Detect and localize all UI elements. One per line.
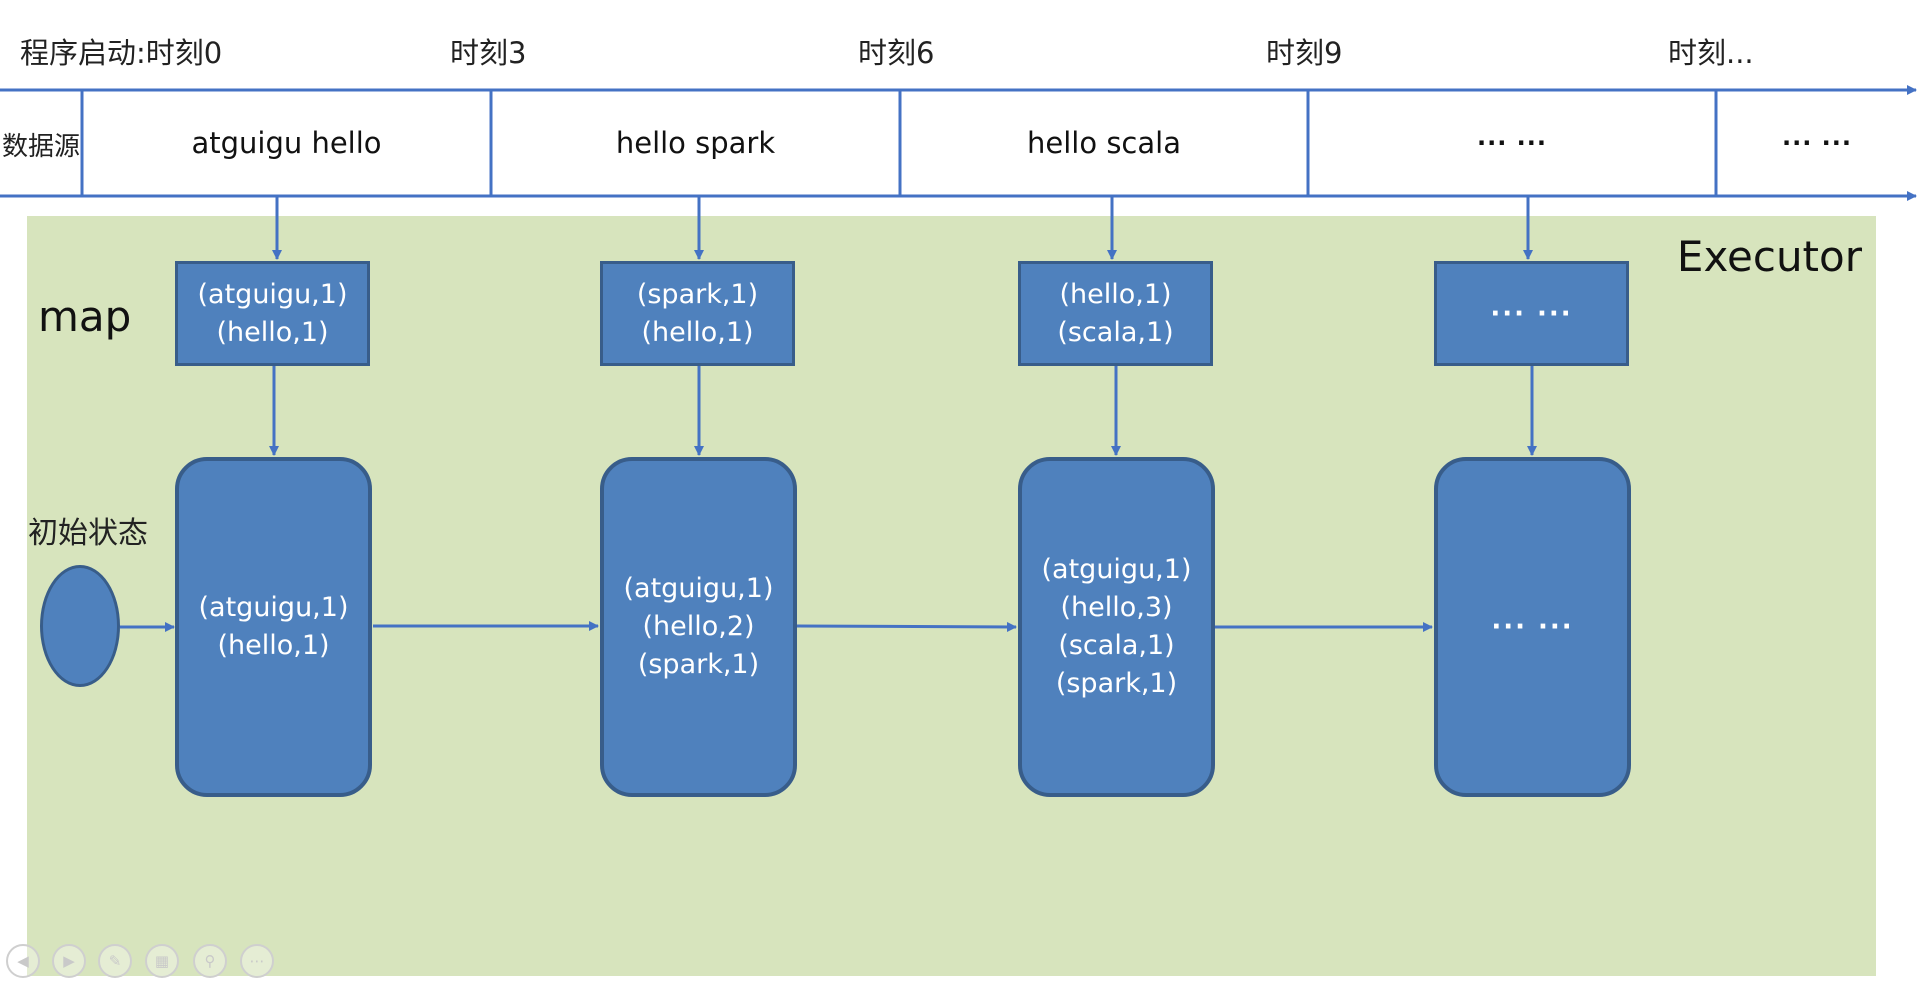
slides-icon[interactable]: ▦ [145,944,179,978]
state-entry: (scala,1) [1058,630,1175,661]
next-icon[interactable]: ▶ [52,944,86,978]
state-entry: (spark,1) [1055,668,1178,699]
state-box-2: (atguigu,1) (hello,2) (spark,1) [600,457,797,797]
map-label: map [38,292,132,341]
state-entry: (atguigu,1) [198,592,349,623]
state-entry: ··· ··· [1491,612,1574,642]
state-entry: (hello,2) [642,611,755,642]
source-cell-5: ··· ··· [1781,129,1853,157]
state-entry: (atguigu,1) [1041,554,1192,585]
source-cell-1: atguigu hello [191,126,382,160]
executor-label: Executor [1676,232,1862,281]
tick-time-3: 时刻3 [450,36,527,70]
map-output-box-1: (atguigu,1) (hello,1) [175,261,370,366]
state-entry: (spark,1) [637,649,760,680]
map-entry: ··· ··· [1490,298,1573,329]
map-output-box-3: (hello,1) (scala,1) [1018,261,1213,366]
map-entry: (atguigu,1) [197,278,348,310]
map-entry: (hello,1) [1059,278,1172,310]
map-entry: (scala,1) [1057,316,1174,348]
state-box-3: (atguigu,1) (hello,3) (scala,1) (spark,1… [1018,457,1215,797]
map-output-box-2: (spark,1) (hello,1) [600,261,795,366]
source-cell-2: hello spark [615,126,776,160]
pen-icon[interactable]: ✎ [98,944,132,978]
tick-time-more: 时刻... [1668,36,1754,70]
map-entry: (hello,1) [641,316,754,348]
prev-icon[interactable]: ◀ [6,944,40,978]
initial-state-label: 初始状态 [28,516,148,551]
source-cell-3: hello scala [1027,126,1181,160]
data-source-label: 数据源 [2,132,81,162]
map-entry: (hello,1) [216,316,329,348]
state-box-4: ··· ··· [1434,457,1631,797]
map-output-box-4: ··· ··· [1434,261,1629,366]
state-box-1: (atguigu,1) (hello,1) [175,457,372,797]
source-cell-4: ··· ··· [1476,129,1548,157]
map-entry: (spark,1) [636,278,759,310]
tick-time-6: 时刻6 [858,36,935,70]
zoom-icon[interactable]: ⚲ [193,944,227,978]
initial-state-node [40,565,120,687]
state-entry: (hello,1) [217,630,330,661]
state-entry: (hello,3) [1060,592,1173,623]
tick-time-0: 程序启动:时刻0 [20,36,223,70]
tick-time-9: 时刻9 [1266,36,1343,70]
state-entry: (atguigu,1) [623,573,774,604]
more-icon[interactable]: ⋯ [240,944,274,978]
